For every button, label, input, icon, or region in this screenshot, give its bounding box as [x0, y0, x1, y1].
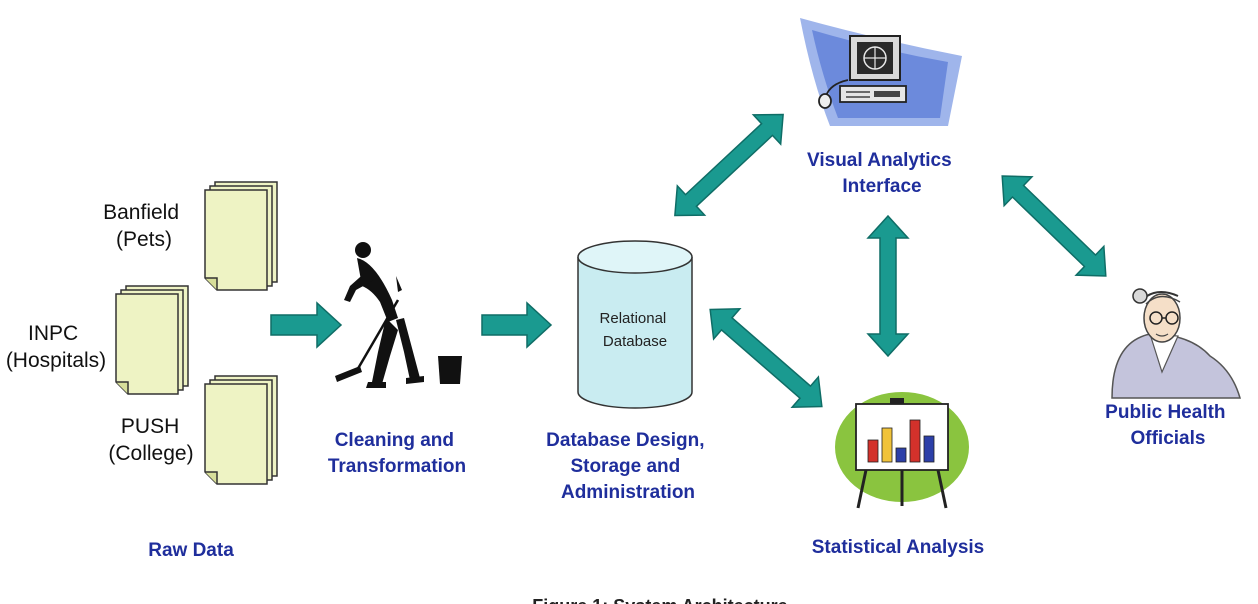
computer-monitor-icon	[800, 18, 962, 126]
caption-statistical-analysis: Statistical Analysis	[812, 537, 984, 558]
document-stack-icon	[204, 181, 278, 291]
database-label: Relational Database	[600, 310, 671, 350]
arrow-visual-statistical	[866, 214, 910, 358]
arrow-raw-to-cleaning	[270, 301, 343, 349]
bar-chart-easel-icon	[835, 392, 969, 509]
document-stack-push	[204, 375, 278, 485]
document-stack-icon	[204, 375, 278, 485]
source-label-banfield: Banfield (Pets)	[103, 201, 185, 251]
database-cylinder-icon	[577, 240, 693, 409]
arrow-database-statistical-analysis	[709, 308, 823, 408]
document-stack-banfield	[204, 181, 278, 291]
document-stack-icon	[115, 285, 189, 395]
caption-raw-data: Raw Data	[148, 540, 234, 561]
caption-visual-analytics: Visual Analytics Interface	[807, 150, 957, 197]
figure-caption: Figure 1: System Architecture	[532, 596, 787, 604]
source-label-push: PUSH (College)	[108, 415, 193, 465]
caption-cleaning: Cleaning and Transformation	[328, 430, 466, 477]
document-stack-inpc	[115, 285, 189, 395]
caption-public-health: Public Health Officials	[1105, 402, 1231, 449]
janitor-sweeping-icon	[335, 242, 462, 388]
doctor-icon	[1111, 288, 1241, 399]
source-label-inpc: INPC (Hospitals)	[6, 322, 106, 372]
arrow-visual-public-health	[1001, 175, 1107, 277]
arrow-cleaning-to-database	[481, 301, 553, 349]
arrow-database-visual-analytics	[674, 113, 784, 217]
caption-database: Database Design, Storage and Administrat…	[546, 430, 710, 503]
